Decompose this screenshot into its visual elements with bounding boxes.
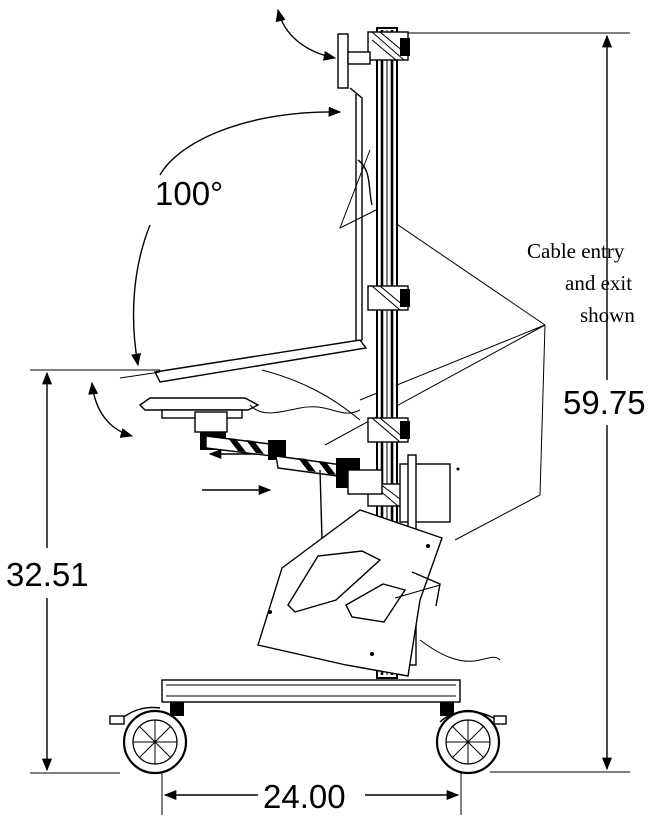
base-width-label: 24.00 xyxy=(263,778,346,815)
column-clamps xyxy=(367,31,410,507)
overall-height-label: 59.75 xyxy=(563,384,646,421)
cable-annotation-line-3: shown xyxy=(580,303,635,327)
monitor-rotate-arrow xyxy=(275,8,337,61)
cpu-holder xyxy=(257,509,501,677)
cable-annotation-line-2: and exit xyxy=(565,271,632,295)
articulating-arm xyxy=(194,411,383,495)
cable-annotation-line-1: Cable entry xyxy=(527,239,625,263)
laptop xyxy=(119,87,373,421)
monitor-mount xyxy=(337,33,371,89)
caster-wheel-right xyxy=(435,709,507,775)
keyboard-height-dimension: 32.51 xyxy=(6,369,160,774)
slide-arrows xyxy=(202,448,272,496)
keyboard-tray xyxy=(138,397,361,419)
cable-annotation: Cable entry and exit shown xyxy=(527,239,635,327)
caster-wheel-left xyxy=(109,706,188,775)
tilt-angle-label: 100° xyxy=(155,175,223,212)
tray-rotate-arrow xyxy=(88,381,134,438)
keyboard-height-label: 32.51 xyxy=(6,556,89,593)
overall-height-dimension: 59.75 xyxy=(390,32,646,773)
tilt-angle-arc: 100° xyxy=(131,106,342,367)
base-width-dimension: 24.00 xyxy=(161,750,462,815)
base-frame xyxy=(161,679,461,716)
